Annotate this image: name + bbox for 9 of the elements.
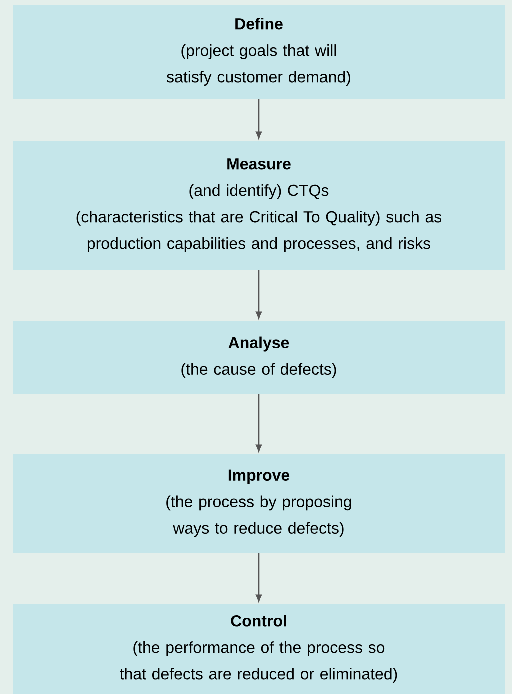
process-box: Control (the performance of the process so that defects are reduced or eliminated) [13,604,505,694]
arrow [256,553,262,602]
arrow [256,99,262,139]
process-box: Analyse (the cause of defects) [13,321,505,394]
process-box: Measure (and identify) CTQs (characteristics that are Critical To Quality) such as production capabilities and processes, and risks [13,141,505,270]
arrow [256,394,262,452]
process-box: Define (project goals that will satisfy customer demand) [13,5,505,99]
process-box: Improve (the process by proposing ways to reduce defects) [13,454,505,553]
arrow [256,270,262,319]
